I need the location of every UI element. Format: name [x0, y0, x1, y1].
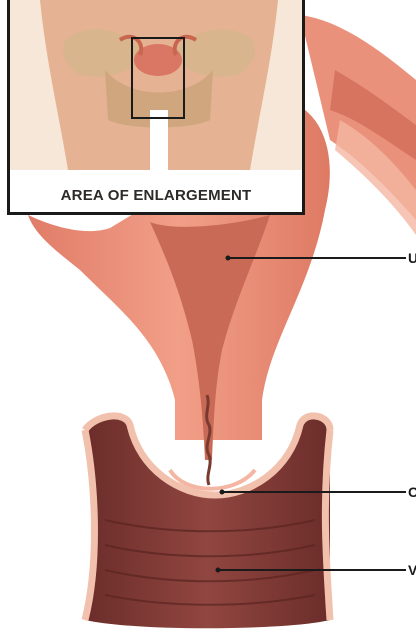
callout-vagina-label: V [408, 562, 416, 578]
vagina-left-edge [85, 430, 94, 620]
inset-caption: AREA OF ENLARGEMENT [10, 187, 302, 204]
pelvis-illustration [10, 0, 305, 215]
area-of-enlargement-inset: AREA OF ENLARGEMENT [7, 0, 305, 215]
callout-uterus-label: U [408, 250, 416, 266]
callout-cervix-label: C [408, 484, 416, 500]
